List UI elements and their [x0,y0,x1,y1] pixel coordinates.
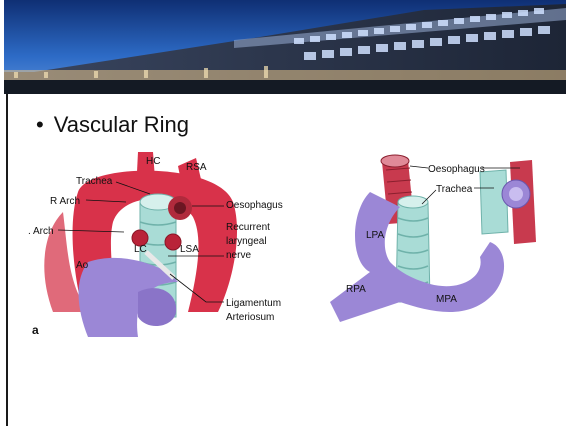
label-ligamentum-1: Ligamentum [226,298,281,309]
figure-pulmonary-sling: Oesophagus Trachea LPA RPA MPA [310,152,550,337]
label-recurrent-3: nerve [226,250,251,261]
bullet-vascular-ring: • Vascular Ring [36,112,189,138]
label-recurrent-2: laryngeal [226,236,267,247]
label-r-arch: R Arch [50,196,80,207]
label-lsa: LSA [180,244,199,255]
bullet-dot: • [36,112,44,137]
label-oesophagus-b: Oesophagus [428,164,485,175]
label-lpa: LPA [366,230,384,241]
label-rpa: RPA [346,284,366,295]
label-hc: HC [146,156,160,167]
trachea-side-view [480,170,508,234]
label-trachea: Trachea [76,176,113,187]
label-ao: Ao [76,260,89,271]
label-lc: LC [134,244,147,255]
label-ligamentum-2: Arteriosum [226,312,274,323]
label-recurrent-1: Recurrent [226,222,270,233]
label-mpa: MPA [436,294,457,305]
label-trachea-b: Trachea [436,184,473,195]
label-l-arch: . Arch [28,226,54,237]
panel-label-a: a [32,323,39,337]
label-rsa: RSA [186,162,207,173]
oesophagus-lumen [381,155,409,167]
lsa-vessel [165,234,181,250]
bullet-text: Vascular Ring [54,112,189,137]
figure-double-aortic-arch: HC RSA Trachea R Arch Oesophagus . Arch … [28,152,298,347]
label-oesophagus: Oesophagus [226,200,283,211]
banner-image [4,0,566,94]
slide-left-border [6,94,8,426]
